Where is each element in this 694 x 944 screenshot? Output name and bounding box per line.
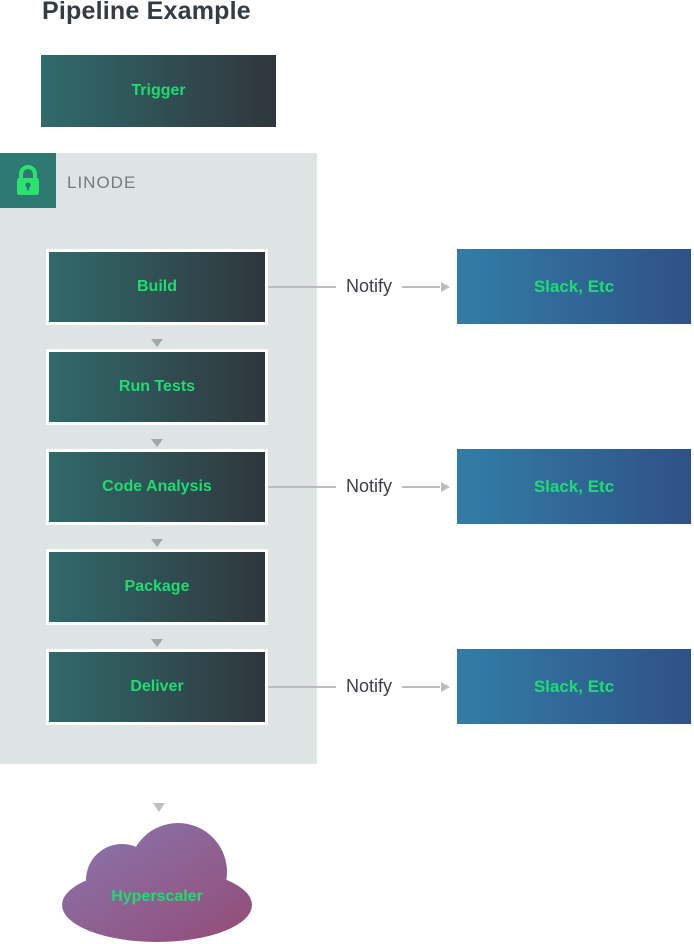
arrow-build-to-run-tests xyxy=(151,325,163,347)
arrow-line xyxy=(402,686,440,688)
arrow-head-icon xyxy=(151,639,163,647)
node-slack-label: Slack, Etc xyxy=(533,476,615,496)
arrow-head-icon xyxy=(441,682,450,692)
page-title: Pipeline Example xyxy=(42,0,251,25)
node-code-analysis-label: Code Analysis xyxy=(102,478,212,495)
notify-label: Notify xyxy=(345,676,392,696)
arrow-package-to-deliver xyxy=(151,625,163,647)
node-slack-label: Slack, Etc xyxy=(533,276,615,296)
node-trigger: Trigger xyxy=(41,55,276,127)
arrow-head-icon xyxy=(153,803,165,812)
node-build: Build xyxy=(46,249,268,325)
node-slack-3: Slack, Etc xyxy=(457,649,691,724)
node-run-tests-label: Run Tests xyxy=(118,378,196,395)
node-deliver: Deliver xyxy=(46,649,268,725)
node-hyperscaler-label: Hyperscaler xyxy=(111,888,203,905)
arrow-line xyxy=(402,286,440,288)
node-slack-label: Slack, Etc xyxy=(533,676,615,696)
lock-icon xyxy=(17,164,39,195)
notify-arrow-deliver xyxy=(402,682,450,692)
arrow-line xyxy=(402,486,440,488)
notify-label: Notify xyxy=(345,276,392,296)
notify-line-deliver xyxy=(268,686,336,688)
arrow-head-icon xyxy=(151,439,163,447)
notify-arrow-code-analysis xyxy=(402,482,450,492)
node-package: Package xyxy=(46,549,268,625)
arrow-deliver-to-hyperscaler xyxy=(153,725,165,812)
cloud-icon xyxy=(62,823,252,942)
node-code-analysis: Code Analysis xyxy=(46,449,268,525)
notify-arrow-build xyxy=(402,282,450,292)
arrow-run-tests-to-code-analysis xyxy=(151,425,163,447)
node-package-label: Package xyxy=(124,578,190,595)
arrow-head-icon xyxy=(151,539,163,547)
node-deliver-label: Deliver xyxy=(130,678,184,695)
notify-label: Notify xyxy=(345,476,392,496)
arrow-head-icon xyxy=(441,282,450,292)
zone-label: LINODE xyxy=(67,173,137,192)
node-run-tests: Run Tests xyxy=(46,349,268,425)
node-slack-1: Slack, Etc xyxy=(457,249,691,324)
arrow-head-icon xyxy=(151,339,163,347)
notify-line-build xyxy=(268,286,336,288)
notify-line-code-analysis xyxy=(268,486,336,488)
arrow-head-icon xyxy=(441,482,450,492)
node-trigger-label: Trigger xyxy=(131,82,186,99)
node-build-label: Build xyxy=(137,278,177,295)
lock-badge xyxy=(0,153,56,208)
node-slack-2: Slack, Etc xyxy=(457,449,691,524)
arrow-code-analysis-to-package xyxy=(151,525,163,547)
